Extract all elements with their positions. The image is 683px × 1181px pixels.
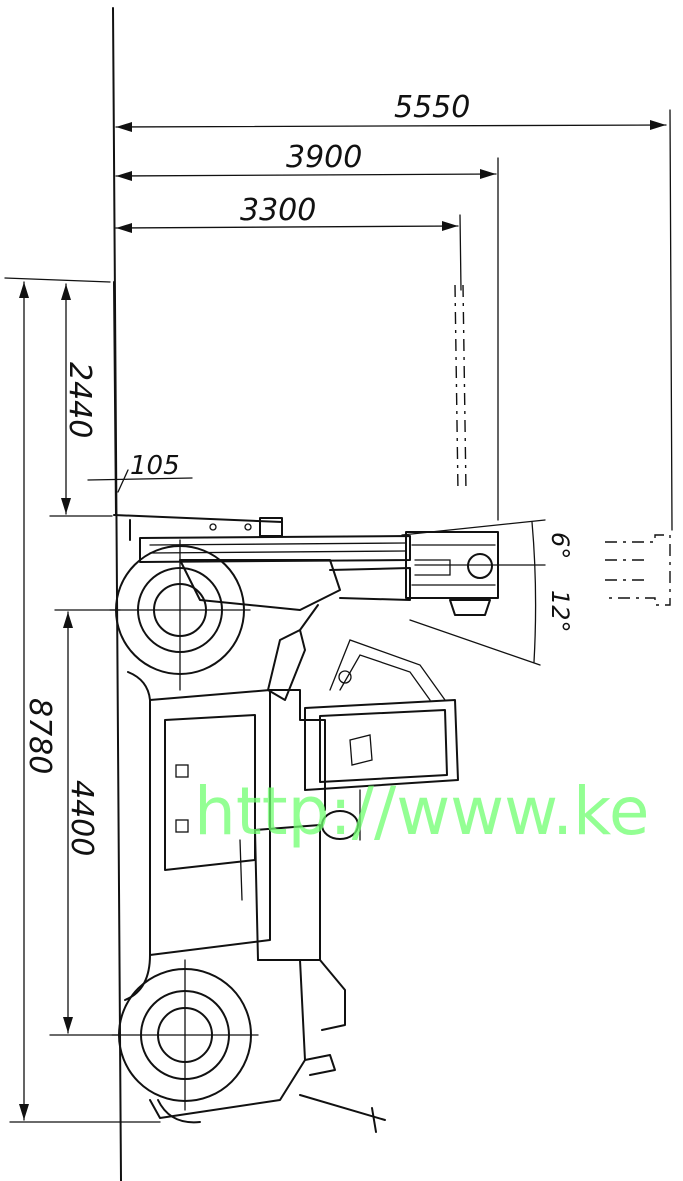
boom — [139, 535, 411, 611]
tilt-angle-dimensions: 6° 12° — [401, 519, 574, 666]
dimension-3900: 3900 — [115, 140, 497, 181]
watermark-text: http://www.ke — [194, 773, 650, 850]
dim-label-12deg: 12° — [546, 590, 574, 633]
dim-label-5550: 5550 — [394, 90, 470, 125]
dimension-8780: 8780 — [19, 281, 57, 1121]
dimension-4400: 4400 — [63, 611, 99, 1034]
dim-label-3900: 3900 — [286, 140, 362, 175]
dimension-5550: 5550 — [115, 90, 667, 132]
dim-label-4400: 4400 — [64, 780, 99, 856]
front-wheel — [109, 539, 251, 691]
dim-label-8780: 8780 — [22, 698, 57, 774]
dimension-3300: 3300 — [115, 193, 459, 233]
dimension-105: 105 — [87, 451, 193, 493]
chassis — [124, 671, 326, 1124]
spreader-outline-far — [605, 534, 671, 606]
lift-cylinder — [267, 604, 319, 701]
spreader-head — [405, 531, 499, 616]
dim-label-2440: 2440 — [62, 362, 97, 438]
dim-label-6deg: 6° — [546, 532, 574, 559]
dimension-2440: 2440 — [61, 283, 97, 515]
counterweight — [299, 959, 386, 1133]
rear-wheel — [111, 959, 259, 1111]
cabin — [304, 639, 459, 841]
load-outline — [454, 284, 467, 493]
dim-label-3300: 3300 — [240, 193, 316, 228]
dim-label-105: 105 — [130, 451, 180, 481]
fork-assembly — [113, 281, 283, 541]
